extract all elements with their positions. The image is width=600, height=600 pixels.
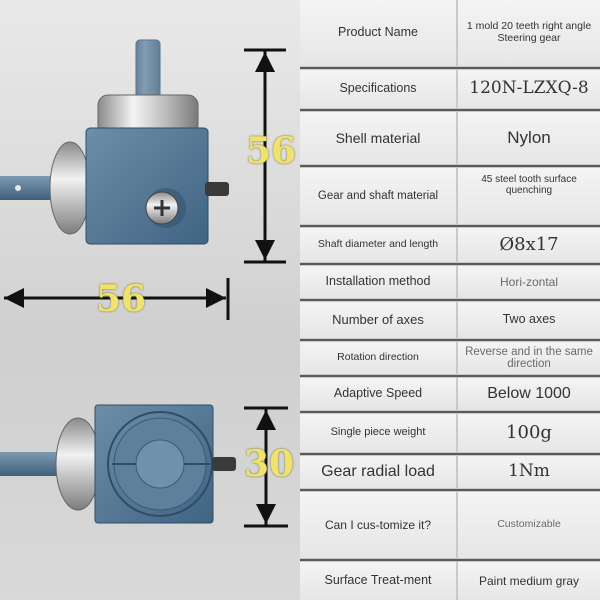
spec-label: Number of axes (300, 302, 458, 338)
spec-table: Product Name 1 mold 20 teeth right angle… (300, 0, 600, 600)
spec-value: 120N-LZXQ-8 (458, 70, 600, 108)
dimension-label-height: 56 (246, 130, 297, 172)
spec-value: 1 mold 20 teeth right angle Steering gea… (458, 0, 600, 66)
spec-value: Nylon (458, 112, 600, 164)
spec-label: Gear radial load (300, 456, 458, 488)
spec-row-speed: Adaptive Speed Below 1000 (300, 378, 600, 410)
spec-row-product-name: Product Name 1 mold 20 teeth right angle… (300, 0, 600, 66)
dimension-label-width: 56 (96, 278, 147, 320)
gearbox-illustration (0, 39, 288, 528)
spec-label: Rotation direction (300, 342, 458, 374)
spec-row-specifications: Specifications 120N-LZXQ-8 (300, 70, 600, 108)
spec-label: Can I cus-tomize it? (300, 492, 458, 558)
spec-label: Installation method (300, 266, 458, 298)
spec-row-radial-load: Gear radial load 1Nm (300, 456, 600, 488)
spec-value: Paint medium gray (458, 562, 600, 600)
spec-value: Reverse and in the same direction (458, 342, 600, 374)
spec-value: Customizable (458, 492, 600, 558)
spec-row-shaft-size: Shaft diameter and length Ø8x17 (300, 228, 600, 262)
spec-value: Below 1000 (458, 378, 600, 410)
spec-value: 45 steel tooth surface quenching (458, 168, 600, 224)
spec-row-shell-material: Shell material Nylon (300, 112, 600, 164)
spec-label: Shaft diameter and length (300, 228, 458, 262)
spec-row-gear-shaft-material: Gear and shaft material 45 steel tooth s… (300, 168, 600, 224)
spec-value: 100g (458, 414, 600, 452)
spec-label: Gear and shaft material (300, 168, 458, 224)
spec-row-weight: Single piece weight 100g (300, 414, 600, 452)
spec-label: Adaptive Speed (300, 378, 458, 410)
spec-label: Surface Treat-ment (300, 562, 458, 600)
spec-value: Two axes (458, 302, 600, 338)
product-photo: 56 56 30 (0, 0, 300, 600)
spec-label: Shell material (300, 112, 458, 164)
spec-value: Ø8x17 (458, 228, 600, 262)
spec-value: Hori-zontal (458, 266, 600, 298)
spec-row-axes: Number of axes Two axes (300, 302, 600, 338)
spec-label: Single piece weight (300, 414, 458, 452)
spec-row-surface-treatment: Surface Treat-ment Paint medium gray (300, 562, 600, 600)
spec-value: 1Nm (458, 456, 600, 488)
spec-label: Specifications (300, 70, 458, 108)
spec-label: Product Name (300, 0, 458, 66)
dimension-label-side-height: 30 (244, 443, 295, 485)
spec-row-installation: Installation method Hori-zontal (300, 266, 600, 298)
spec-row-customizable: Can I cus-tomize it? Customizable (300, 492, 600, 558)
spec-row-rotation: Rotation direction Reverse and in the sa… (300, 342, 600, 374)
